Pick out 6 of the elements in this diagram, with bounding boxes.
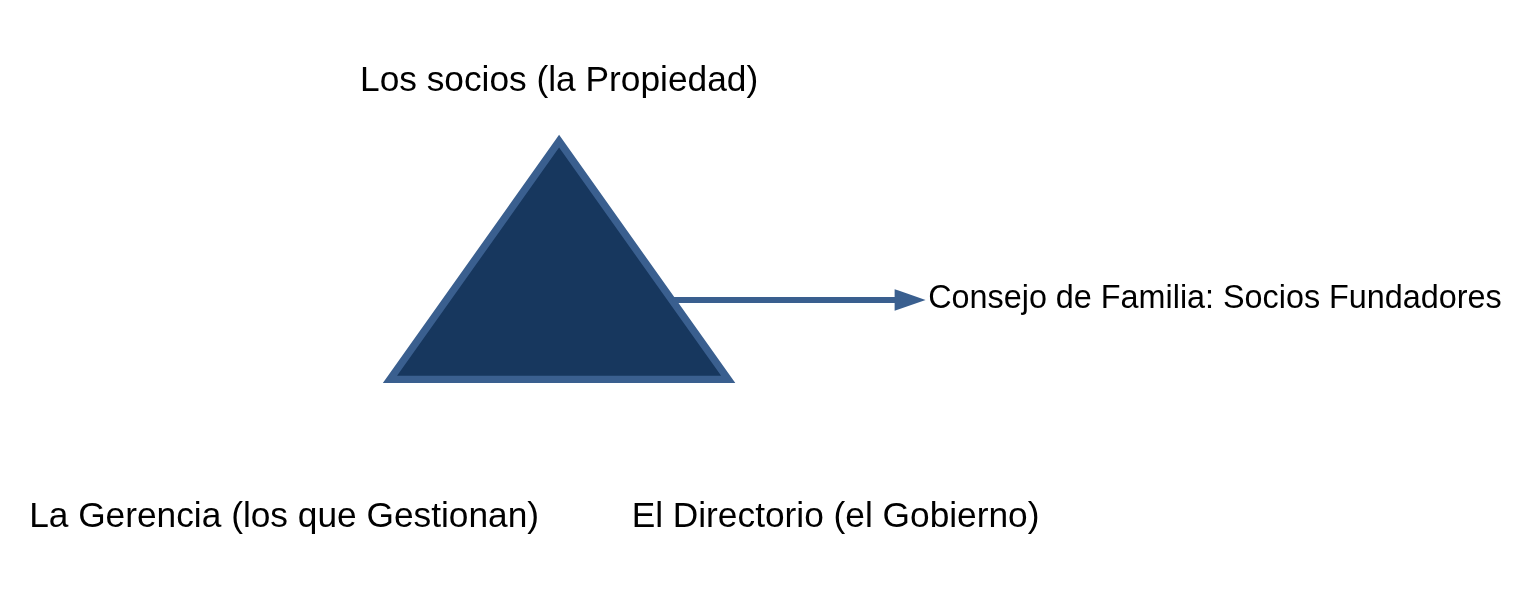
- label: El Directorio (el Gobierno): [631, 494, 1040, 534]
- label: La Gerencia (los que Gestionan): [29, 494, 540, 534]
- label: Los socios (la Propiedad): [360, 59, 759, 99]
- arrow: [672, 289, 926, 311]
- node-triangle: [382, 134, 736, 384]
- node-text: Consejo de Familia: Socios Fundadores: [928, 279, 1502, 316]
